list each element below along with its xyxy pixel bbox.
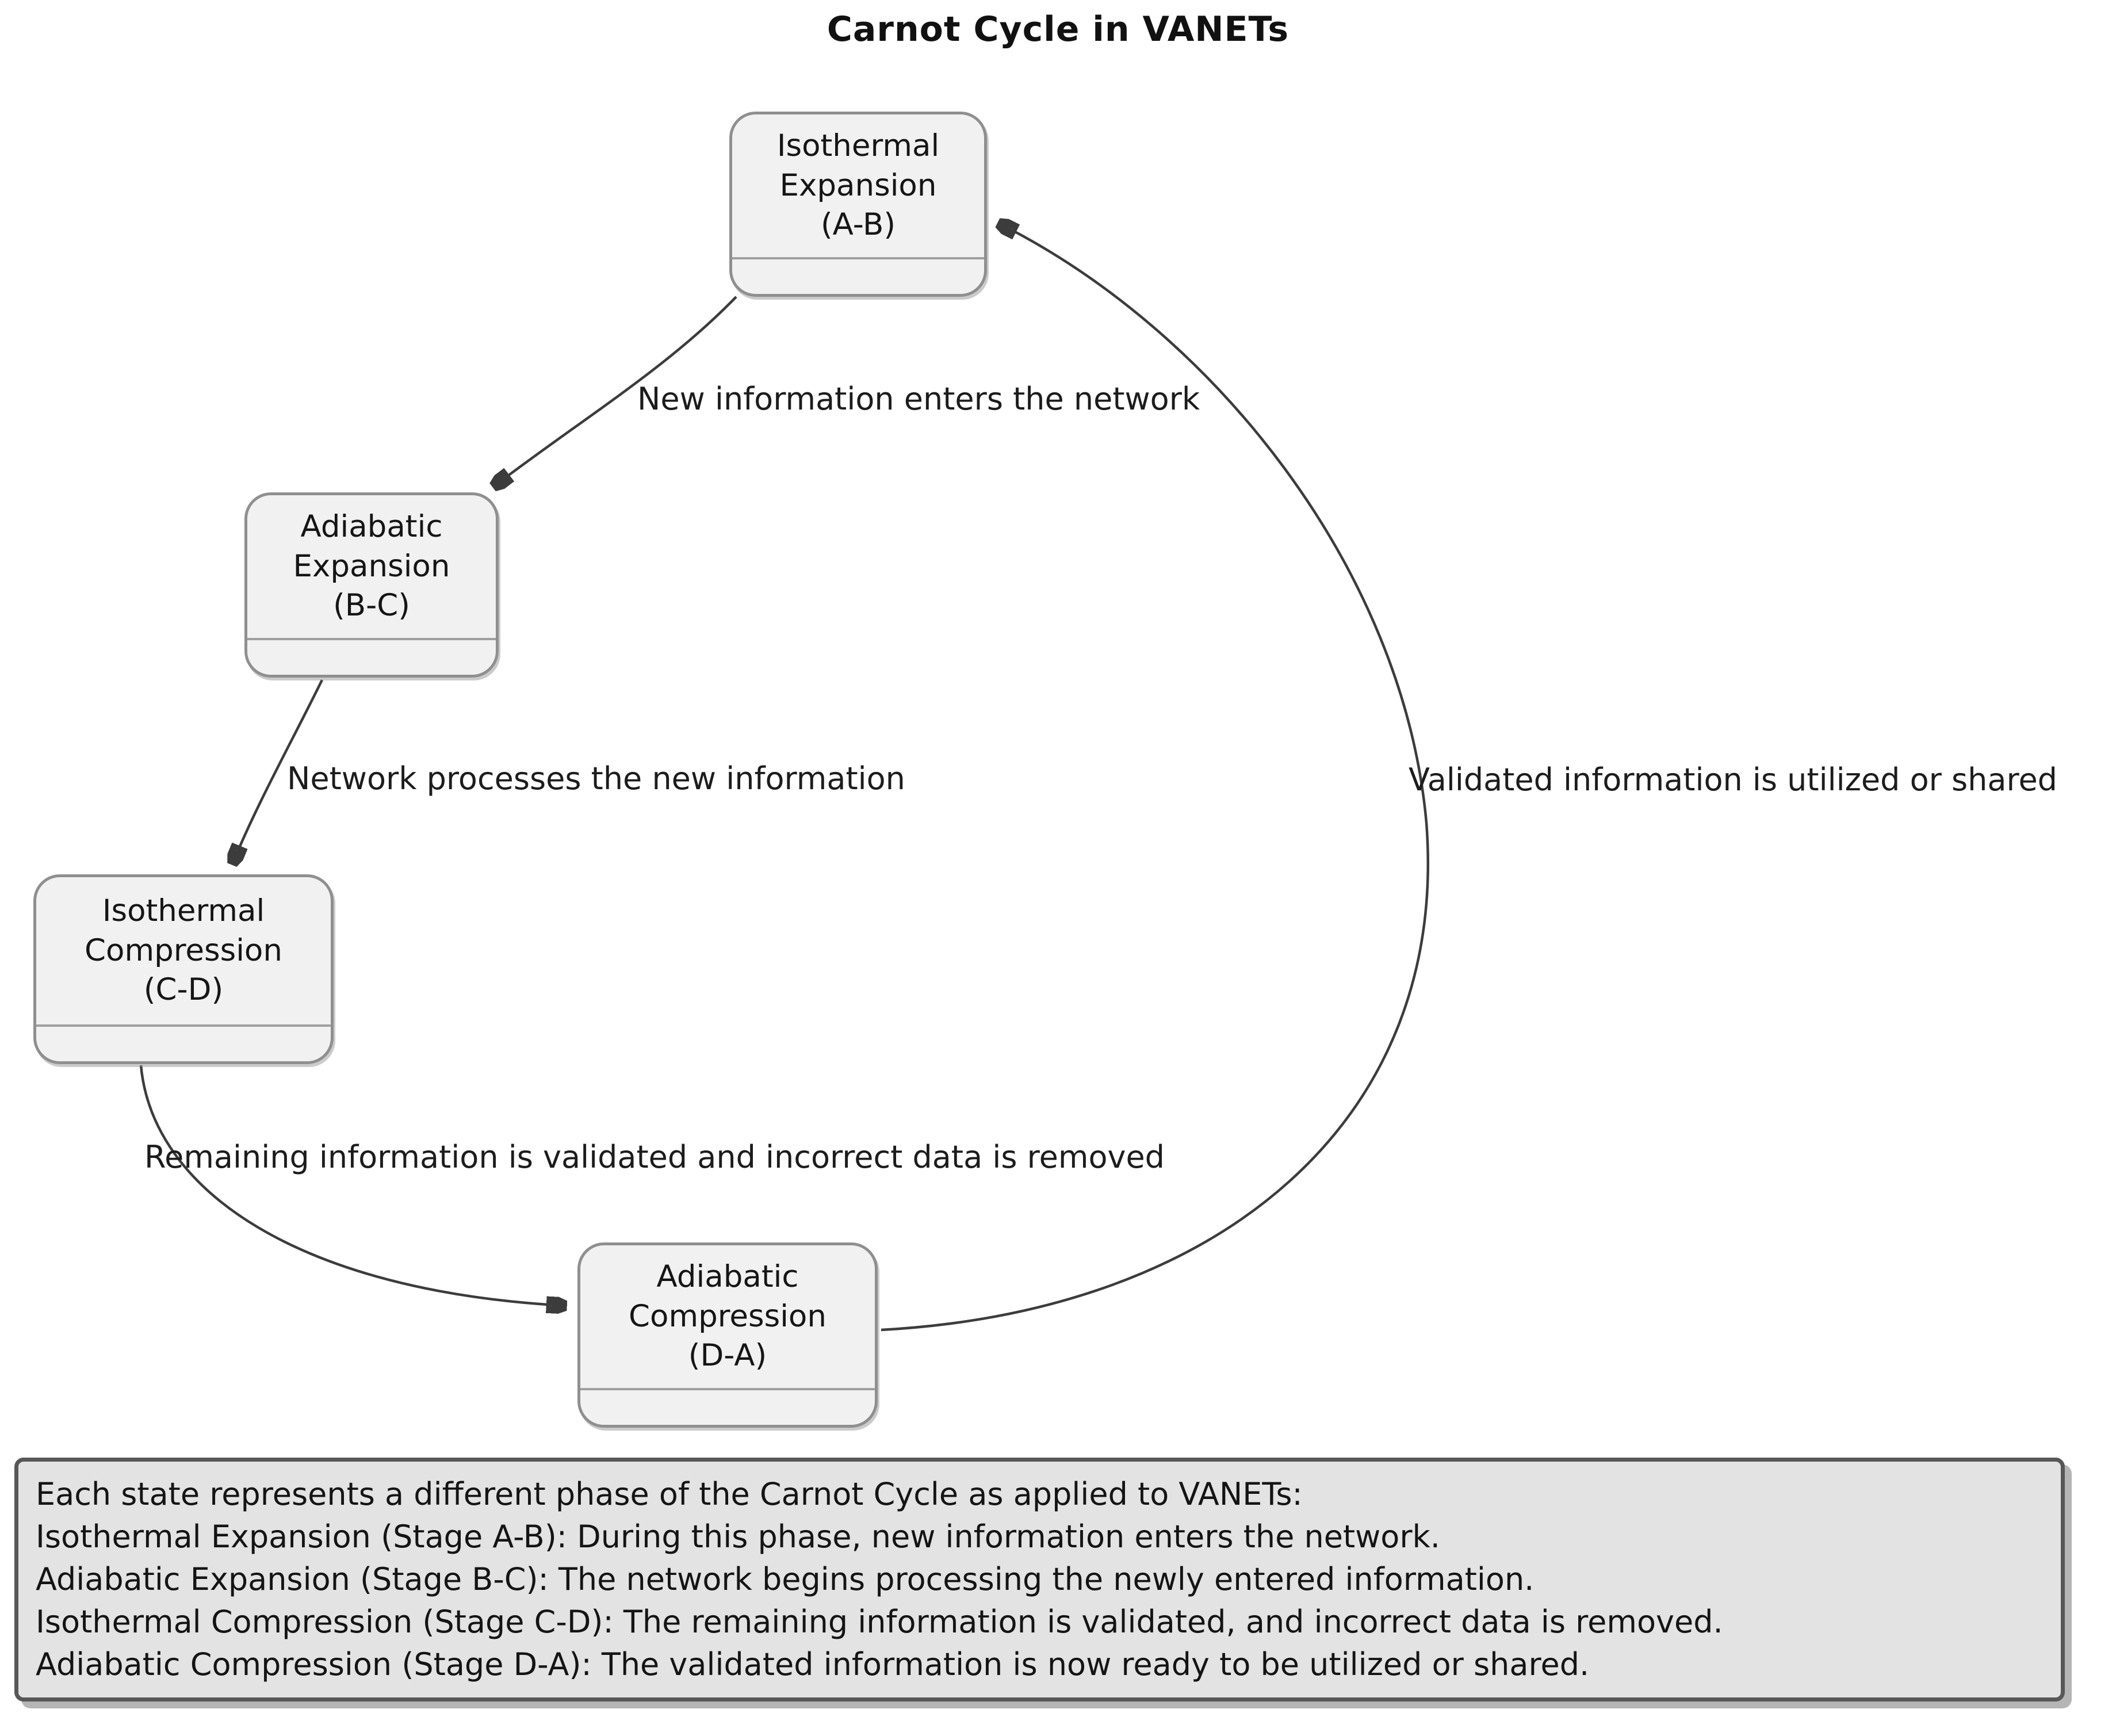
note-line-isothermal-compression: Isothermal Compression (Stage C-D): The … <box>36 1604 1723 1640</box>
edge-cd-to-da <box>139 1065 566 1306</box>
edge-ab-to-bc <box>493 296 737 487</box>
node-isothermal-expansion-empty-compartment <box>732 257 984 294</box>
note-line-intro: Each state represents a different phase … <box>36 1476 1303 1512</box>
node-adiabatic-compression-empty-compartment <box>580 1388 875 1425</box>
node-adiabatic-expansion-label: Adiabatic Expansion (B-C) <box>293 508 450 624</box>
node-adiabatic-compression-label: Adiabatic Compression (D-A) <box>629 1259 826 1374</box>
edge-label-ab-to-bc: New information enters the network <box>637 381 1200 417</box>
node-isothermal-compression: Isothermal Compression (C-D) <box>33 874 334 1064</box>
note-line-isothermal-expansion: Isothermal Expansion (Stage A-B): During… <box>36 1519 1440 1555</box>
note-line-adiabatic-expansion: Adiabatic Expansion (Stage B-C): The net… <box>36 1561 1535 1597</box>
edge-bc-to-cd <box>232 679 324 864</box>
node-adiabatic-compression: Adiabatic Compression (D-A) <box>577 1242 878 1428</box>
node-isothermal-compression-label: Isothermal Compression (C-D) <box>85 893 282 1008</box>
node-isothermal-compression-empty-compartment <box>36 1024 331 1061</box>
note-line-adiabatic-compression: Adiabatic Compression (Stage D-A): The v… <box>36 1646 1590 1683</box>
edge-label-da-to-ab: Validated information is utilized or sha… <box>1409 762 2057 798</box>
edge-label-cd-to-da: Remaining information is validated and i… <box>144 1139 1165 1175</box>
legend-note-box: Each state represents a different phase … <box>14 1458 2065 1701</box>
node-isothermal-expansion-label: Isothermal Expansion (A-B) <box>776 128 940 243</box>
diagram-title: Carnot Cycle in VANETs <box>826 9 1290 49</box>
edge-da-to-ab <box>881 223 1429 1332</box>
node-isothermal-expansion: Isothermal Expansion (A-B) <box>729 112 987 297</box>
edge-label-bc-to-cd: Network processes the new information <box>287 760 905 797</box>
node-adiabatic-expansion-empty-compartment <box>247 638 496 675</box>
node-adiabatic-expansion: Adiabatic Expansion (B-C) <box>244 492 499 678</box>
